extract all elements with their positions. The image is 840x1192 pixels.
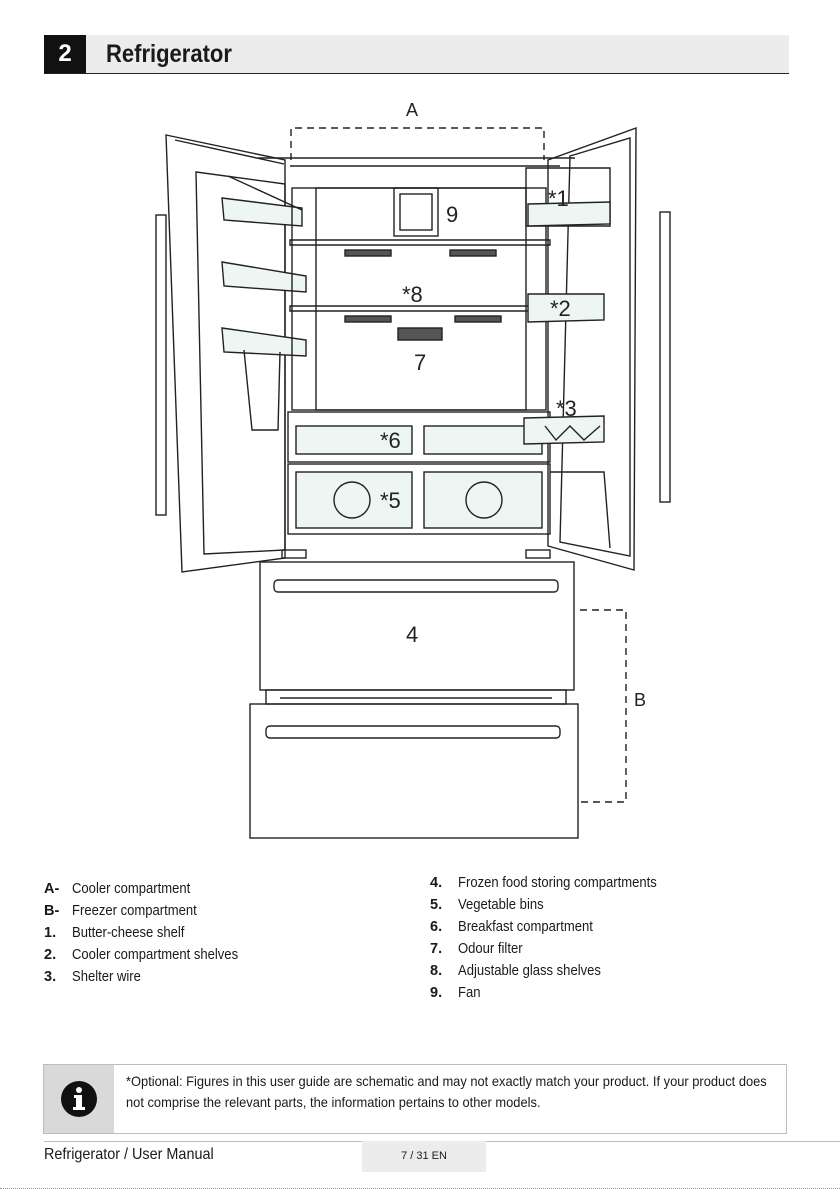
- label-7: 7: [414, 350, 426, 375]
- note-icon-box: [44, 1065, 114, 1133]
- section-number: 2: [44, 35, 86, 73]
- section-title: Refrigerator: [106, 40, 232, 68]
- legend-item: 5.Vegetable bins: [430, 897, 544, 913]
- page-number: 7 / 31 EN: [362, 1141, 486, 1172]
- legend-item: 7.Odour filter: [430, 941, 523, 957]
- legend-item: 4.Frozen food storing compartments: [430, 875, 657, 891]
- optional-note: *Optional: Figures in this user guide ar…: [43, 1064, 787, 1134]
- refrigerator-diagram: A B *1 *2 *3 4 *5 *6 7 *8 9: [155, 100, 671, 839]
- legend-item: 6.Breakfast compartment: [430, 919, 593, 935]
- label-a: A: [406, 100, 418, 120]
- legend-item: 1.Butter-cheese shelf: [44, 925, 185, 941]
- label-2: *2: [550, 296, 571, 321]
- legend-item: 2.Cooler compartment shelves: [44, 947, 239, 963]
- note-text: *Optional: Figures in this user guide ar…: [126, 1073, 767, 1110]
- info-icon: [61, 1081, 97, 1117]
- label-3: *3: [556, 396, 577, 421]
- label-8: *8: [402, 282, 423, 307]
- legend-item: 3.Shelter wire: [44, 969, 141, 985]
- legend-item: A-Cooler compartment: [44, 881, 191, 897]
- label-5: *5: [380, 488, 401, 513]
- label-b: B: [634, 690, 646, 710]
- label-1: *1: [548, 186, 569, 211]
- legend-left: A-Cooler compartment B-Freezer compartme…: [44, 878, 257, 988]
- label-4: 4: [406, 622, 418, 647]
- legend-item: B-Freezer compartment: [44, 903, 197, 919]
- legend-right: 4.Frozen food storing compartments 5.Veg…: [430, 872, 679, 1004]
- bottom-border: [0, 1188, 840, 1189]
- legend-item: 9.Fan: [430, 985, 481, 1001]
- label-9: 9: [446, 202, 458, 227]
- section-header: 2 Refrigerator: [44, 35, 789, 74]
- label-6: *6: [380, 428, 401, 453]
- footer-title: Refrigerator / User Manual: [44, 1146, 214, 1163]
- legend-item: 8.Adjustable glass shelves: [430, 963, 601, 979]
